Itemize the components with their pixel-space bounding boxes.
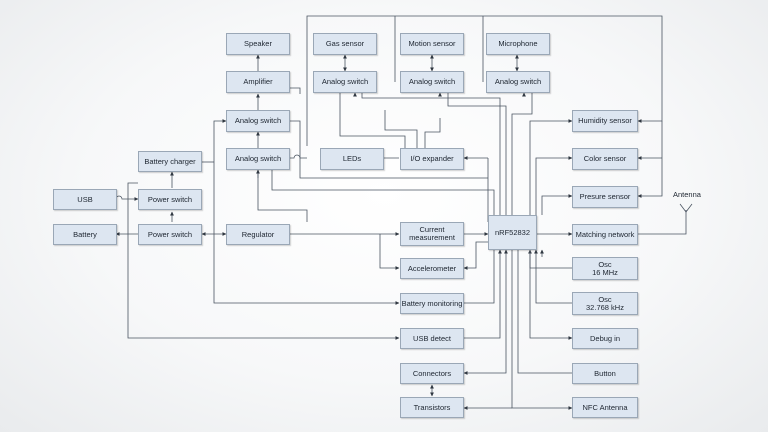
- debug-in-block: Debug in: [572, 328, 638, 349]
- matching-network-label: Matching network: [575, 229, 635, 239]
- color-sensor-block: Color sensor: [572, 148, 638, 170]
- color-sensor-label: Color sensor: [583, 154, 627, 163]
- analog-switch-motion-label: Analog switch: [408, 77, 456, 86]
- battery-monitoring-block: Battery monitoring: [400, 293, 464, 314]
- button-block: Button: [572, 363, 638, 384]
- accelerometer-block: Accelerometer: [400, 258, 464, 279]
- antenna-label: Antenna: [673, 190, 701, 199]
- power-switch-battery-block: Power switch: [138, 224, 202, 245]
- usb-label: USB: [77, 194, 93, 204]
- leds-block: LEDs: [320, 148, 384, 170]
- microphone-block: Microphone: [486, 33, 550, 55]
- analog-switch-gas-block: Analog switch: [313, 71, 377, 93]
- current-measurement-block: Current measurement: [400, 222, 464, 246]
- osc-16mhz-label: Osc 16 MHz: [592, 259, 618, 277]
- mcu-label: nRF52832: [494, 227, 531, 237]
- io-expander-block: I/O expander: [400, 148, 464, 170]
- usb-detect-block: USB detect: [400, 328, 464, 349]
- mcu-block: nRF52832: [488, 215, 537, 250]
- pressure-sensor-block: Presure sensor: [572, 186, 638, 208]
- motion-sensor-block: Motion sensor: [400, 33, 464, 55]
- connectors-label: Connectors: [412, 368, 452, 378]
- osc-32khz-label: Osc 32.768 kHz: [586, 294, 624, 312]
- speaker-label: Speaker: [244, 39, 272, 48]
- analog-switch-amp-block: Analog switch: [226, 110, 290, 132]
- amplifier-block: Amplifier: [226, 71, 290, 93]
- matching-network-block: Matching network: [572, 224, 638, 245]
- motion-sensor-label: Motion sensor: [408, 39, 456, 48]
- nfc-antenna-label: NFC Antenna: [582, 402, 628, 412]
- pressure-sensor-label: Presure sensor: [579, 192, 631, 201]
- regulator-label: Regulator: [241, 229, 275, 239]
- battery-label: Battery: [73, 229, 97, 239]
- analog-switch-mic-block: Analog switch: [486, 71, 550, 93]
- analog-switch-mic-label: Analog switch: [494, 77, 542, 86]
- power-switch-usb-block: Power switch: [138, 189, 202, 210]
- gas-sensor-block: Gas sensor: [313, 33, 377, 55]
- osc-32khz-block: Osc 32.768 kHz: [572, 292, 638, 315]
- power-switch-battery-label: Power switch: [147, 229, 193, 239]
- leds-label: LEDs: [342, 154, 362, 163]
- analog-switch-amp-label: Analog switch: [234, 116, 282, 125]
- gas-sensor-label: Gas sensor: [325, 39, 365, 48]
- battery-charger-block: Battery charger: [138, 151, 202, 172]
- power-switch-usb-label: Power switch: [147, 194, 193, 204]
- nfc-antenna-block: NFC Antenna: [572, 397, 638, 418]
- transistors-block: Transistors: [400, 397, 464, 418]
- io-expander-label: I/O expander: [410, 154, 454, 163]
- humidity-sensor-label: Humidity sensor: [578, 116, 632, 125]
- analog-switch-charger-label: Analog switch: [234, 154, 282, 163]
- battery-charger-label: Battery charger: [144, 156, 196, 166]
- usb-detect-label: USB detect: [413, 333, 451, 343]
- battery-monitoring-label: Battery monitoring: [401, 298, 463, 308]
- accelerometer-label: Accelerometer: [407, 263, 457, 273]
- transistors-label: Transistors: [413, 402, 451, 412]
- current-measurement-label: Current measurement: [409, 225, 455, 242]
- speaker-block: Speaker: [226, 33, 290, 55]
- amplifier-label: Amplifier: [243, 77, 273, 86]
- microphone-label: Microphone: [498, 39, 538, 48]
- connectors-block: Connectors: [400, 363, 464, 384]
- regulator-block: Regulator: [226, 224, 290, 245]
- battery-block: Battery: [53, 224, 117, 245]
- button-label: Button: [594, 368, 616, 378]
- analog-switch-motion-block: Analog switch: [400, 71, 464, 93]
- debug-in-label: Debug in: [589, 333, 621, 343]
- humidity-sensor-block: Humidity sensor: [572, 110, 638, 132]
- osc-16mhz-block: Osc 16 MHz: [572, 257, 638, 280]
- analog-switch-gas-label: Analog switch: [321, 77, 369, 86]
- usb-block: USB: [53, 189, 117, 210]
- analog-switch-charger-block: Analog switch: [226, 148, 290, 170]
